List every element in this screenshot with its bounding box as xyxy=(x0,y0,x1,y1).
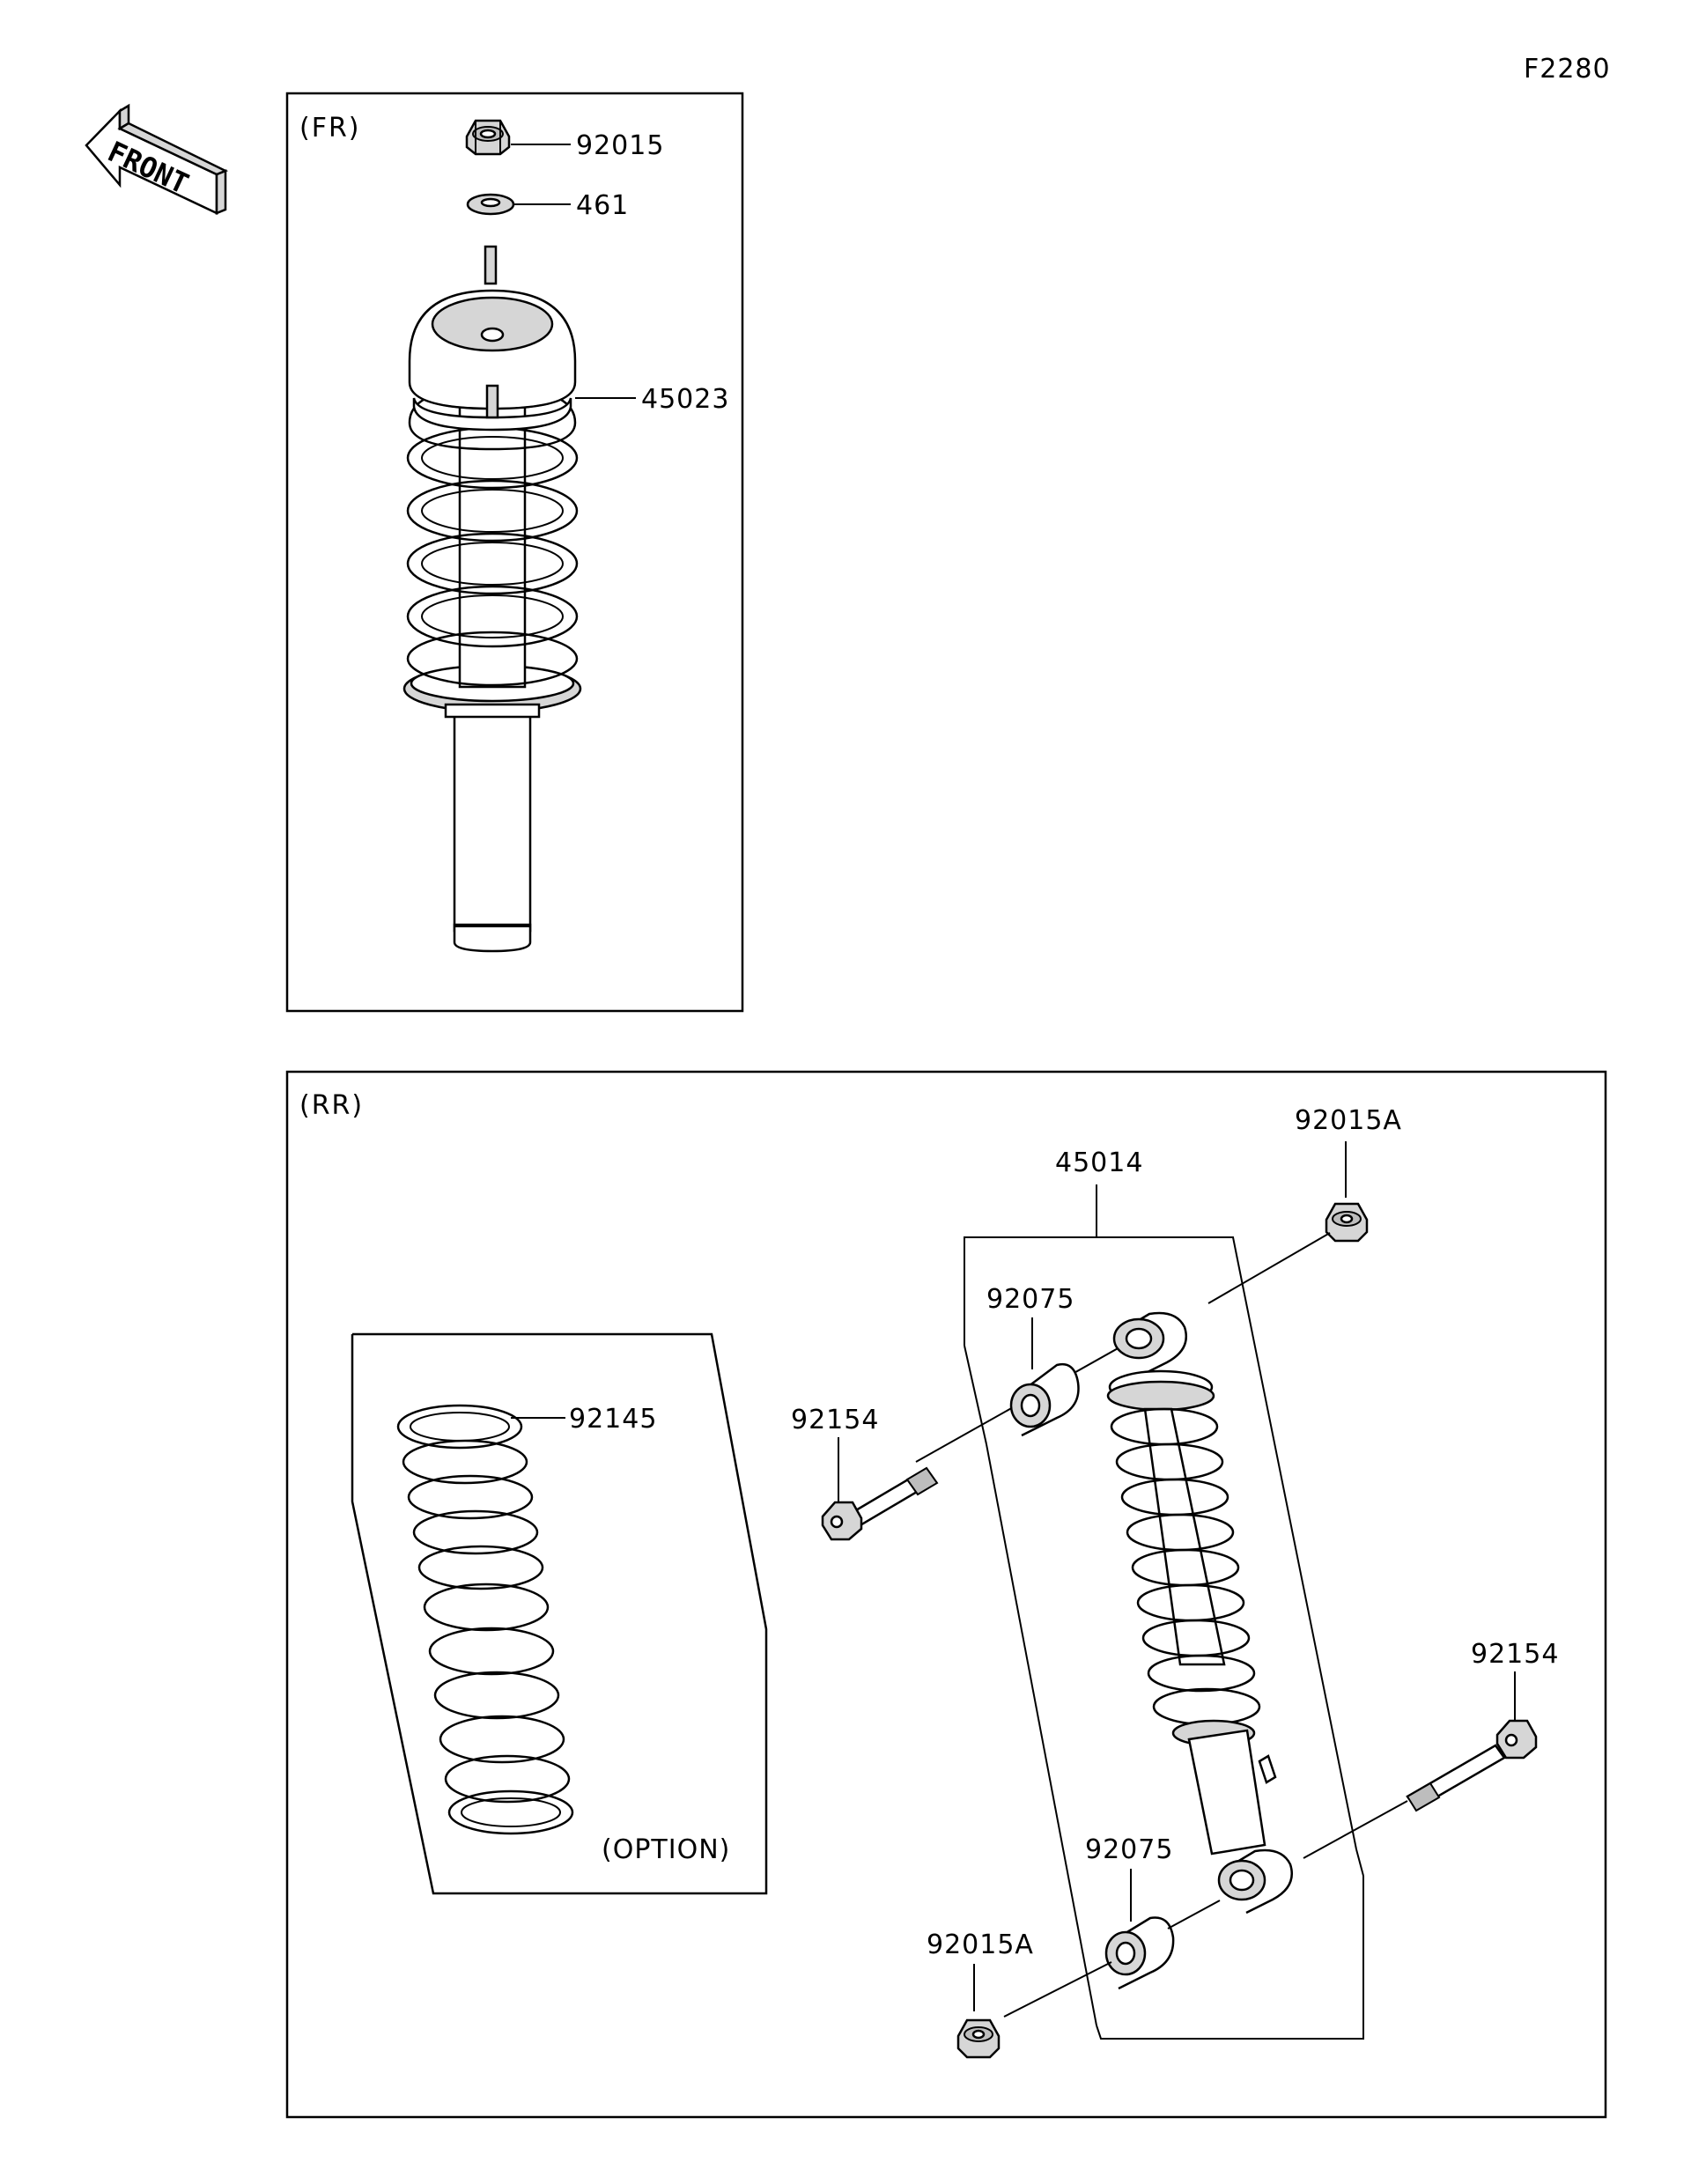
front-section-title: (FR) xyxy=(299,113,361,144)
option-spring-icon xyxy=(396,1404,574,1835)
label-92075-lower: 92075 xyxy=(1085,1834,1173,1865)
lower-nut-axis-line xyxy=(1003,1961,1112,2018)
lower-bolt-icon xyxy=(1406,1719,1538,1812)
label-461: 461 xyxy=(576,190,629,221)
front-section-frame xyxy=(285,92,744,1013)
front-nut-icon xyxy=(465,119,511,156)
label-92075-upper: 92075 xyxy=(986,1284,1074,1315)
upper-nut-icon xyxy=(1325,1202,1369,1243)
upper-bolt-icon xyxy=(821,1466,939,1541)
label-45023: 45023 xyxy=(641,384,729,415)
rear-section: (RR) (OPTION) 92145 xyxy=(285,1070,1607,2119)
rear-coil-spring xyxy=(1110,1407,1261,1726)
lower-collar-icon xyxy=(1104,1916,1175,1990)
rear-section-frame xyxy=(285,1070,1607,2119)
upper-axis-line xyxy=(1207,1232,1331,1304)
rear-assembly-bracket xyxy=(964,1184,1364,2040)
upper-collar-icon xyxy=(1009,1362,1080,1437)
front-arrow-icon: FRONT xyxy=(85,103,229,215)
label-92154-upper: 92154 xyxy=(791,1405,879,1435)
label-92145: 92145 xyxy=(569,1404,657,1435)
label-92015A-upper: 92015A xyxy=(1295,1105,1402,1136)
front-washer-icon xyxy=(466,193,515,216)
label-92015A-lower: 92015A xyxy=(927,1929,1034,1960)
label-92154-lower: 92154 xyxy=(1471,1639,1559,1670)
label-92015: 92015 xyxy=(576,130,664,161)
lower-axis-line xyxy=(1303,1800,1408,1859)
label-45014: 45014 xyxy=(1055,1147,1143,1178)
front-shock-absorber-icon xyxy=(402,245,582,953)
rear-shock-absorber-icon xyxy=(1106,1311,1293,1915)
diagram-code: F2280 xyxy=(1524,54,1611,85)
option-label: (OPTION) xyxy=(602,1834,730,1865)
lower-nut-icon xyxy=(956,2018,1001,2059)
front-section: (FR) 92015 461 xyxy=(285,92,744,1013)
option-spring-panel: (OPTION) 92145 xyxy=(351,1332,768,1895)
rear-section-title: (RR) xyxy=(299,1090,364,1121)
lower-collar-axis-line xyxy=(1167,1900,1221,1929)
